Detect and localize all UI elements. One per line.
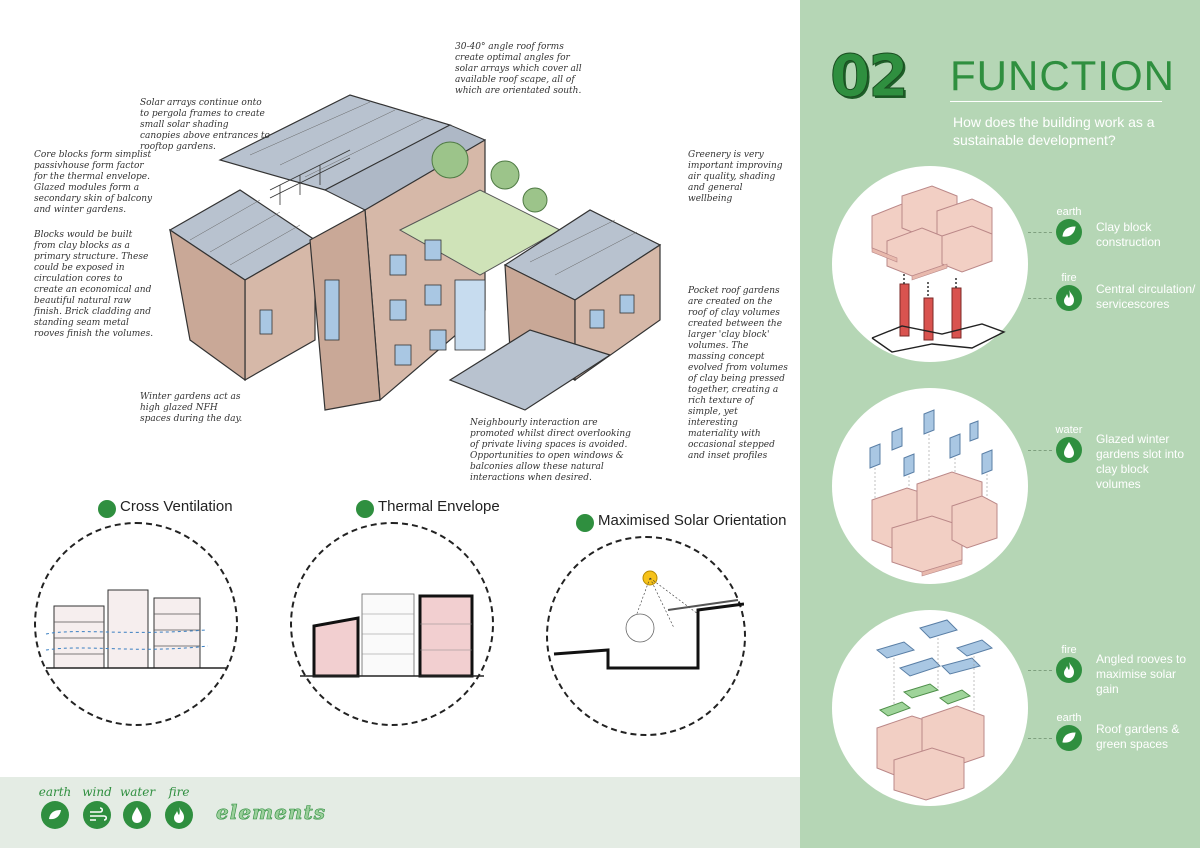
annotation-greenery: Greenery is very important improving air… [688,150,783,204]
annotation-clay-blocks: Blocks would be built from clay blocks a… [34,230,154,339]
diagram-caption: Glazed winter gardens slot into clay blo… [1096,432,1185,491]
leaf-icon [49,810,61,820]
flame-icon [1064,290,1074,306]
diagram-caption: Central circulation/ servicescores [1096,282,1196,311]
wind-badge-icon [98,500,116,518]
fire-badge-icon [576,514,594,532]
strategy-title: Thermal Envelope [378,498,500,515]
badge-water: water [1052,424,1086,463]
section-title: FUNCTION [950,52,1175,99]
title-rule [950,101,1162,102]
leader-line [1028,450,1052,451]
leader-line [1028,738,1052,739]
strategy-title: Maximised Solar Orientation [598,512,787,529]
flame-icon [174,807,184,823]
water-drop-icon [132,807,142,823]
strategy-circle-thermal-envelope [290,522,494,726]
diagram-caption: Clay block construction [1096,220,1161,249]
cross-ventilation-section [45,589,226,669]
section-number: 02 [830,42,910,111]
strategy-title: Cross Ventilation [120,498,233,515]
diagram-caption: Angled rooves to maximise solar gain [1096,652,1187,696]
flame-icon [1064,662,1074,678]
strategy-circle-cross-ventilation [34,522,238,726]
annotation-winter-gardens: Winter gardens act as high glazed NFH sp… [140,392,243,424]
leaf-icon [1062,226,1076,237]
roof-garden-diagram [875,619,994,801]
leader-line [1028,670,1052,671]
footer-badge-fire: fire [162,786,196,829]
leader-line [1028,298,1052,299]
badge-fire: fire [1052,272,1086,311]
massing-core-diagram [871,185,1006,353]
strategy-circle-solar-orientation [546,536,746,736]
annotation-solar-arrays: Solar arrays continue onto to pergola fr… [140,98,270,152]
footer-badge-wind: wind [80,786,114,829]
diagram-circle-winter-gardens [832,388,1028,584]
footer-badge-earth: earth [38,786,72,829]
water-drop-icon [1064,442,1074,458]
fire-badge-icon [356,500,374,518]
solar-orientation-section [553,570,744,670]
axonometric-sketch [150,80,670,440]
annotation-roof-forms: 30-40° angle roof forms create optimal a… [455,42,582,96]
elements-wordmark: elements [216,800,326,825]
diagram-circle-roofs [832,610,1028,806]
annotation-neighbourly: Neighbourly interaction are promoted whi… [470,418,631,483]
diagram-circle-massing [832,166,1028,362]
wind-icon [90,807,108,821]
badge-earth: earth [1052,712,1086,751]
leaf-icon [1062,732,1076,743]
winter-garden-diagram [869,409,998,577]
section-subtitle: How does the building work as a sustaina… [953,114,1155,148]
building-axonometric [168,94,662,411]
badge-fire: fire [1052,644,1086,683]
badge-earth: earth [1052,206,1086,245]
annotation-pocket-gardens: Pocket roof gardens are created on the r… [688,286,788,461]
annotation-core-blocks: Core blocks form simplist passivhouse fo… [34,150,153,215]
leader-line [1028,232,1052,233]
thermal-envelope-section [300,593,484,678]
diagram-caption: Roof gardens & green spaces [1096,722,1180,751]
footer-badge-water: water [120,786,155,829]
